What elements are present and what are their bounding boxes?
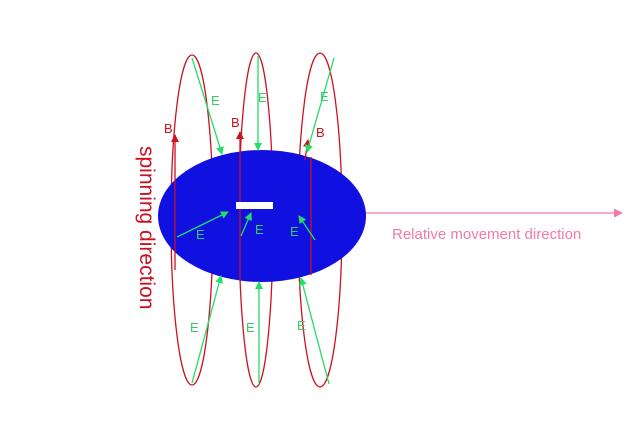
e-label-inner-right: E — [290, 224, 299, 239]
b-label-right: B — [316, 125, 325, 140]
e-label-inner-left: E — [196, 227, 205, 242]
e-label-top-left: E — [211, 93, 220, 108]
e-arrow-bottom-right — [298, 277, 330, 385]
e-label-bottom-right: E — [297, 318, 306, 333]
spinning-direction-label: spinning direction — [135, 146, 158, 309]
e-label-top-right: E — [320, 89, 329, 104]
e-arrow-inner-center — [240, 212, 252, 237]
e-arrow-top-left — [191, 57, 224, 155]
b-field-front-segments — [174, 155, 312, 280]
e-field-arrows — [176, 56, 335, 385]
relative-movement-label: Relative movement direction — [392, 226, 581, 243]
e-label-top-center: E — [258, 90, 267, 105]
e-label-bottom-left: E — [190, 320, 199, 335]
e-arrow-top-right — [305, 57, 335, 153]
b-label-left: B — [164, 121, 173, 136]
charge-bar — [236, 202, 273, 209]
e-label-inner-center: E — [255, 222, 264, 237]
b-label-center: B — [231, 115, 240, 130]
spinning-body — [158, 150, 366, 282]
e-arrow-bottom-left — [191, 275, 224, 384]
e-arrow-inner-left — [176, 211, 229, 238]
e-arrow-inner-right — [298, 215, 316, 241]
e-label-bottom-center: E — [246, 320, 255, 335]
